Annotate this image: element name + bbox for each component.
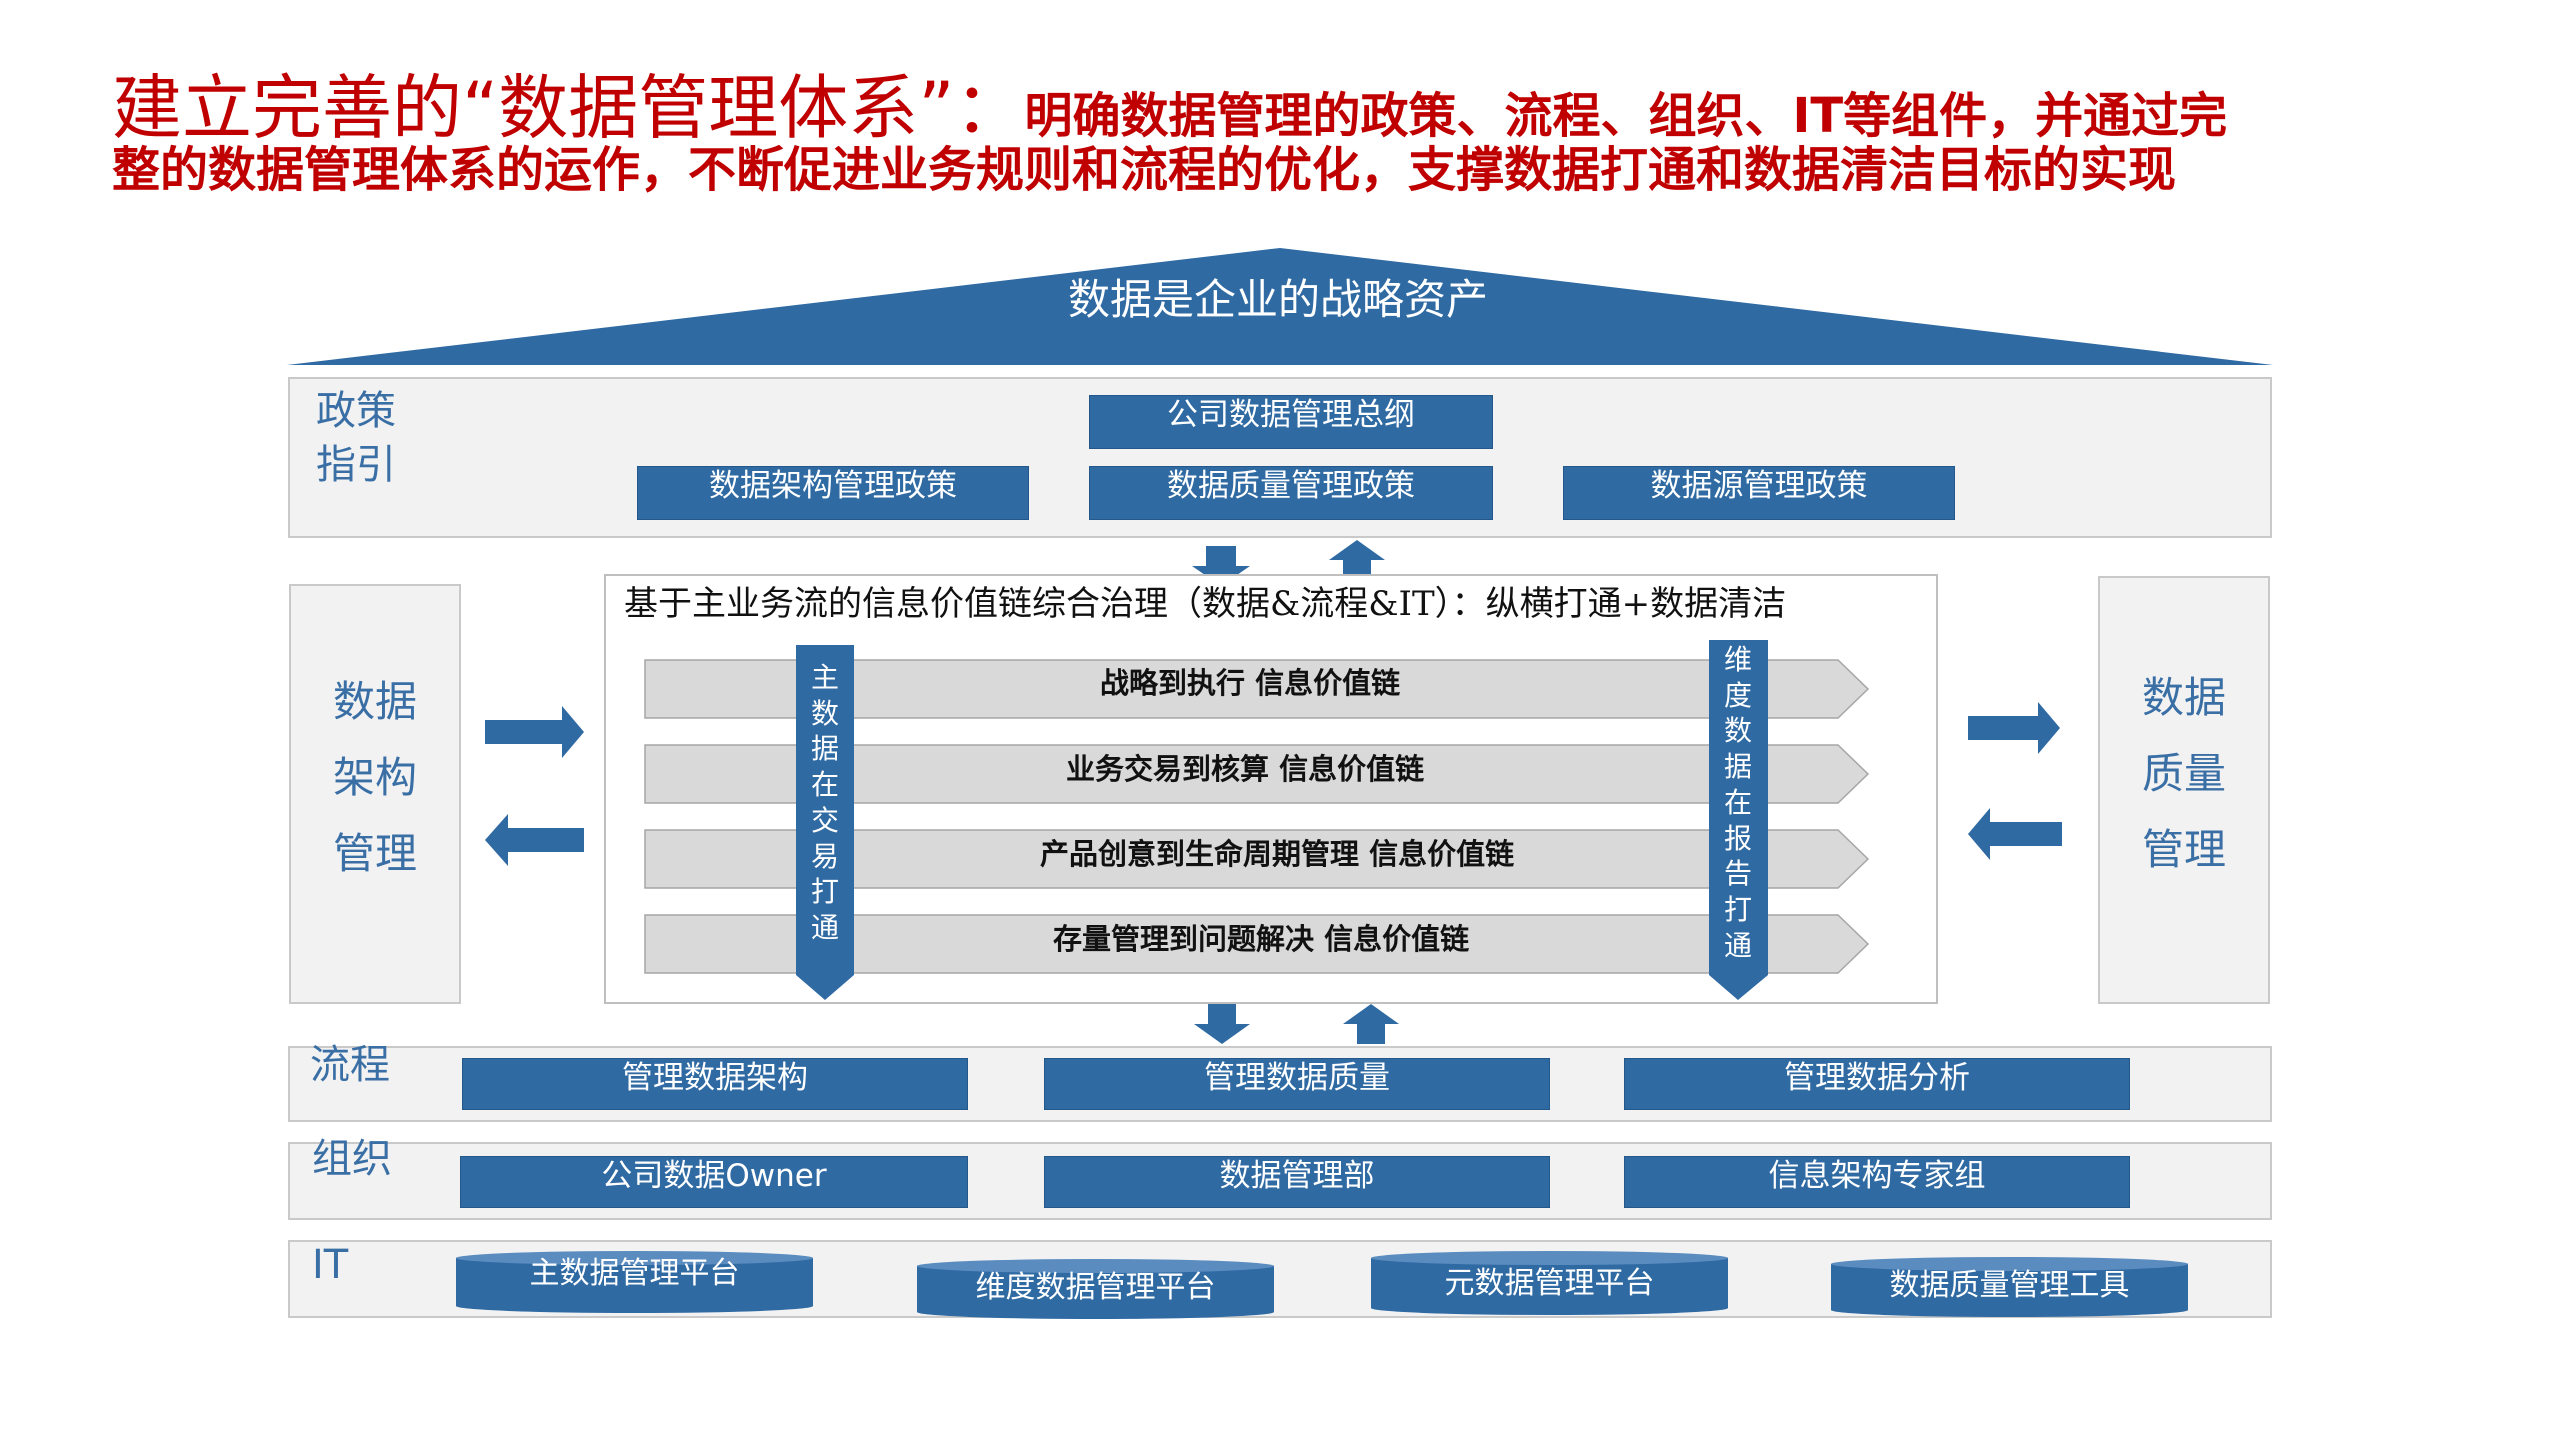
left-pillar-label: 数据 架构 管理 (332, 677, 417, 878)
title-main: 建立完善的“数据管理体系”： (112, 67, 1025, 149)
value-chain-arrow-1 (644, 659, 1870, 719)
org-box-department: 数据管理部 (1044, 1156, 1550, 1208)
it-platform-metadata: 元数据管理平台 (1444, 1266, 1655, 1301)
value-chain-arrow-3 (644, 829, 1870, 889)
right-arrow-left-side (485, 706, 584, 758)
up-arrow-bottom (1343, 1004, 1399, 1044)
policy-box-source: 数据源管理政策 (1563, 466, 1955, 520)
down-arrow-bottom (1194, 1004, 1250, 1044)
process-box-architecture: 管理数据架构 (462, 1058, 968, 1110)
value-chain-label-3: 产品创意到生命周期管理 信息价值链 (1040, 837, 1515, 871)
left-arrow-left-side (485, 814, 584, 866)
value-chain-arrow-4 (644, 914, 1870, 974)
value-chain-arrow-2 (644, 744, 1870, 804)
cylinder-4 (1831, 1257, 2188, 1317)
policy-category-label: 政策 指引 (316, 388, 396, 488)
master-data-vertical-arrow (796, 645, 854, 1000)
org-box-owner: 公司数据Owner (460, 1156, 968, 1208)
dimension-data-vertical-arrow (1709, 640, 1768, 1000)
master-data-vertical-label: 主数据在交易打通 (810, 661, 839, 944)
roof-label: 数据是企业的战略资产 (1068, 275, 1489, 324)
it-platform-dimension-data: 维度数据管理平台 (975, 1270, 1216, 1305)
policy-box-architecture: 数据架构管理政策 (637, 466, 1029, 520)
process-box-analysis: 管理数据分析 (1624, 1058, 2130, 1110)
org-box-expert-group: 信息架构专家组 (1624, 1156, 2130, 1208)
value-chain-label-2: 业务交易到核算 信息价值链 (1066, 752, 1425, 786)
up-arrow-top (1329, 540, 1385, 582)
page-title-line-1: 建立完善的“数据管理体系”：明确数据管理的政策、流程、组织、IT等组件，并通过完 (112, 52, 2227, 153)
right-pillar-label: 数据 质量 管理 (2141, 673, 2226, 874)
org-category-label: 组织 (312, 1136, 392, 1182)
value-chain-label-4: 存量管理到问题解决 信息价值链 (1053, 922, 1470, 956)
it-platform-master-data: 主数据管理平台 (529, 1256, 740, 1291)
it-category-label: IT (312, 1242, 349, 1288)
value-chain-label-1: 战略到执行 信息价值链 (1100, 666, 1401, 700)
roof-shape (287, 248, 2273, 365)
dimension-data-vertical-label: 维度数据在报告打通 (1723, 643, 1752, 962)
title-rest: 明确数据管理的政策、流程、组织、IT等组件，并通过完 (1024, 88, 2228, 144)
policy-top-box: 公司数据管理总纲 (1089, 395, 1493, 449)
right-arrow-right-side (1968, 702, 2060, 754)
cylinder-2 (917, 1259, 1274, 1319)
it-tool-data-quality: 数据质量管理工具 (1889, 1268, 2130, 1303)
left-arrow-right-side (1968, 808, 2062, 860)
right-pillar (2098, 576, 2270, 1004)
process-box-quality: 管理数据质量 (1044, 1058, 1550, 1110)
governance-title: 基于主业务流的信息价值链综合治理（数据&流程&IT）：纵横打通+数据清洁 (624, 584, 1787, 624)
cylinder-3 (1371, 1251, 1728, 1315)
left-pillar (289, 584, 461, 1004)
page-title-line-2: 整的数据管理体系的运作，不断促进业务规则和流程的优化，支撑数据打通和数据清洁目标… (112, 142, 2177, 198)
process-category-label: 流程 (310, 1042, 390, 1088)
cylinder-1 (456, 1251, 813, 1313)
policy-box-quality: 数据质量管理政策 (1089, 466, 1493, 520)
